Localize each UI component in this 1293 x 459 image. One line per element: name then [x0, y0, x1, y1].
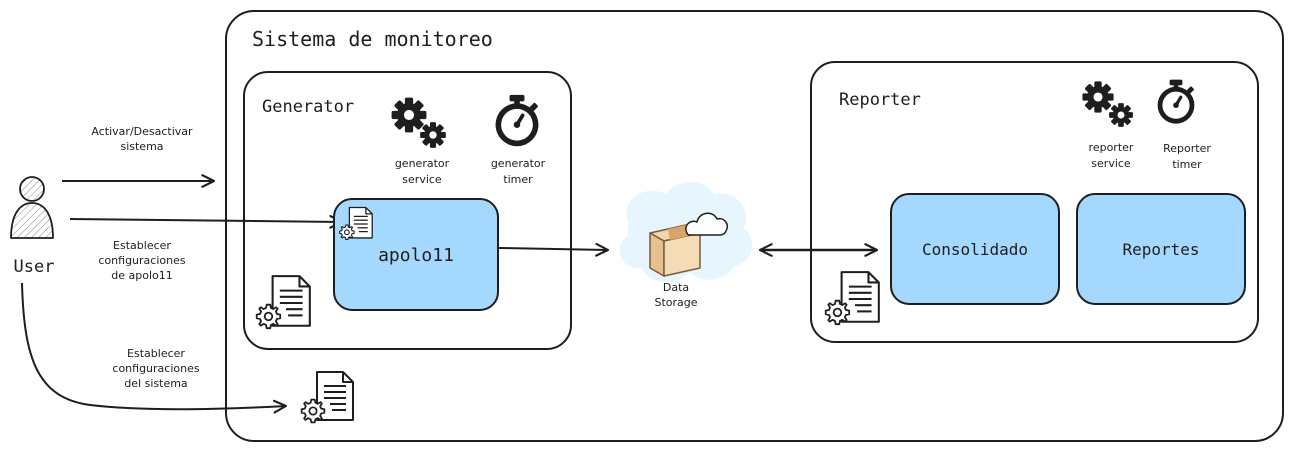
arrow-config-apolo-line2: configuraciones — [98, 254, 185, 267]
apolo11-box — [333, 198, 499, 311]
reporter-timer-label-line2: timer — [1172, 158, 1202, 171]
generator-stopwatch-icon — [493, 92, 541, 149]
generator-timer-label-line1: generator — [491, 157, 546, 170]
arrow-config-system-line2: configuraciones — [112, 362, 199, 375]
arrow-config-apolo-line1: Establecer — [113, 239, 171, 252]
reporter-config-file-icon — [826, 272, 879, 324]
reporter-container — [810, 61, 1259, 343]
generator-container — [243, 71, 572, 350]
reporter-service-label-line2: service — [1091, 157, 1131, 170]
arrow-config-apolo-line3: de apolo11 — [111, 269, 172, 282]
consolidado-box — [890, 193, 1060, 305]
generator-config-file-icon — [257, 276, 310, 328]
generator-service-label-line1: generator — [395, 157, 450, 170]
reporter-timer-label-line1: Reporter — [1163, 142, 1211, 155]
reportes-box — [1076, 193, 1246, 305]
storage-label-line1: Data — [663, 281, 689, 294]
arrow-config-system-line3: del sistema — [124, 377, 187, 390]
reportes-label: Reportes — [1122, 240, 1199, 259]
arrow-config-apolo — [69, 214, 344, 229]
system-config-file-icon — [302, 372, 353, 422]
apolo11-label: apolo11 — [378, 245, 454, 266]
storage-label-line2: Storage — [654, 296, 697, 309]
consolidado-label: Consolidado — [922, 240, 1028, 259]
arrow-toggle-label-line1: Activar/Desactivar — [91, 125, 193, 138]
reporter-service-gear-icon — [1082, 81, 1133, 127]
data-storage — [619, 182, 753, 283]
user-icon — [10, 176, 54, 239]
user-label: User — [14, 257, 55, 277]
reporter-title: Reporter — [839, 90, 921, 110]
generator-service-gear-icon — [391, 97, 446, 148]
arrow-config-system — [21, 282, 288, 414]
reporter-stopwatch-icon — [1155, 77, 1197, 126]
generator-service-label-line2: service — [402, 173, 442, 186]
arrow-toggle-label-line2: sistema — [120, 140, 163, 153]
generator-timer-label-line2: timer — [503, 173, 533, 186]
cloud-icon — [685, 212, 729, 236]
reporter-service-label-line1: reporter — [1089, 141, 1134, 154]
arrow-config-system-line1: Establecer — [127, 347, 185, 360]
system-title: Sistema de monitoreo — [252, 27, 493, 51]
generator-title: Generator — [262, 97, 354, 117]
system-boundary — [225, 10, 1284, 442]
arrow-apolo11-to-storage — [498, 242, 610, 257]
